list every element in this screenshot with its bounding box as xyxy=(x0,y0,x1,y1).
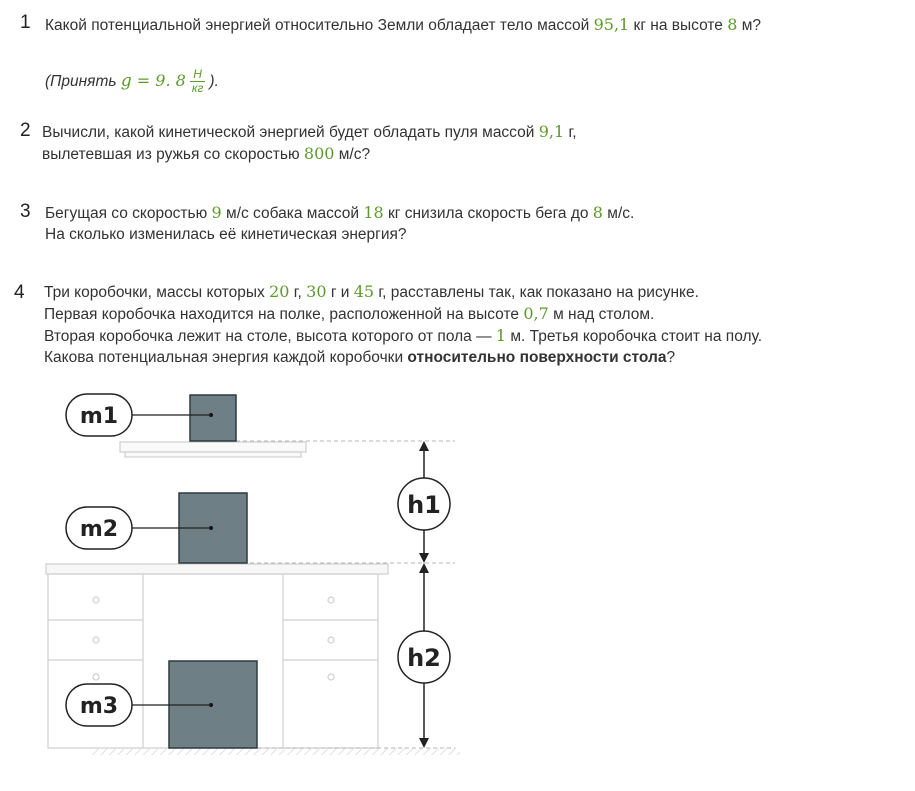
label-h2: h2 xyxy=(397,630,451,684)
q4-text-part: ? xyxy=(666,349,676,366)
table-top xyxy=(45,563,389,575)
g-value: = 9. 8 xyxy=(131,71,186,90)
label-h1-text: h1 xyxy=(407,491,441,519)
q3-text-part: Бегущая со скоростью xyxy=(45,205,212,222)
label-m2: m2 xyxy=(65,506,133,550)
q4-mass-3: 45 xyxy=(353,282,375,301)
q2-text-part: вылетевшая из ружья со скоростью xyxy=(42,146,304,163)
q2-text-part: г, xyxy=(564,124,577,141)
question-2-line-1: Вычисли, какой кинетической энергией буд… xyxy=(42,121,577,144)
q1-text-part: Какой потенциальной энергией относительн… xyxy=(45,17,594,34)
shelf xyxy=(119,441,307,458)
q4-text-part: Три коробочки, массы которых xyxy=(44,284,270,301)
question-1-text: Какой потенциальной энергией относительн… xyxy=(45,14,761,37)
q4-mass-1: 20 xyxy=(269,282,290,301)
q3-final-speed: 8 xyxy=(592,203,603,222)
question-4-line-1: Три коробочки, массы которых 20 г, 30 г … xyxy=(44,281,699,304)
q2-text-part: Вычисли, какой кинетической энергией буд… xyxy=(42,124,539,141)
q3-text-part: кг снизила скорость бега до xyxy=(383,205,593,222)
label-m3: m3 xyxy=(65,683,133,727)
label-m2-text: m2 xyxy=(80,517,118,542)
q2-speed-value: 800 xyxy=(303,144,335,163)
q4-table-height: 1 xyxy=(495,326,507,345)
q4-text-part: Первая коробочка находится на полке, рас… xyxy=(44,306,524,323)
g-symbol: g xyxy=(120,71,132,91)
unit-numerator: Н xyxy=(189,68,206,83)
box-m1 xyxy=(189,394,237,442)
q4-text-part: Вторая коробочка лежит на столе, высота … xyxy=(44,328,496,345)
question-2-number: 2 xyxy=(20,120,31,141)
q4-text-part: м. Третья коробочка стоит на полу. xyxy=(506,328,763,345)
label-m1: m1 xyxy=(65,393,133,437)
label-m1-text: m1 xyxy=(80,404,118,429)
q4-text-part: г, расставлены так, как показано на рису… xyxy=(374,284,699,301)
q4-text-part: г, xyxy=(289,284,307,301)
q3-text-part: м/с собака массой xyxy=(221,205,364,222)
question-3-line-2: На сколько изменилась её кинетическая эн… xyxy=(45,226,407,243)
q1-mass-value: 95,1 xyxy=(593,15,630,34)
q1-height-value: 8 xyxy=(727,15,738,34)
leader-lines xyxy=(132,414,211,706)
q2-text-part: м/с? xyxy=(334,146,371,163)
label-h2-text: h2 xyxy=(407,644,441,672)
q3-initial-speed: 9 xyxy=(211,203,222,222)
q4-text-part: Какова потенциальная энергия каждой коро… xyxy=(44,349,408,366)
boxes-figure: m1 m2 m3 h1 h2 xyxy=(45,393,460,755)
unit-denominator: кг xyxy=(191,81,204,96)
q3-text-part: м/с. xyxy=(602,205,635,222)
question-4-number: 4 xyxy=(14,282,25,303)
q4-bold-phrase: относительно поверхности стола xyxy=(407,349,667,366)
hint-close: ). xyxy=(209,73,219,90)
question-4-line-4: Какова потенциальная энергия каждой коро… xyxy=(44,347,675,369)
q4-shelf-height: 0,7 xyxy=(523,304,549,323)
hint-open: (Принять xyxy=(45,73,121,90)
q2-mass-value: 9,1 xyxy=(538,122,565,141)
q4-text-part: г и xyxy=(326,284,354,301)
question-4-line-3: Вторая коробочка лежит на столе, высота … xyxy=(44,325,762,348)
q1-text-part: кг на высоте xyxy=(629,17,728,34)
q4-mass-2: 30 xyxy=(306,282,327,301)
label-h1: h1 xyxy=(397,477,451,531)
question-2-line-2: вылетевшая из ружья со скоростью 800 м/с… xyxy=(42,143,370,166)
q3-mass-value: 18 xyxy=(363,203,384,222)
label-m3-text: m3 xyxy=(80,694,118,719)
reference-lines xyxy=(236,440,455,749)
q1-text-part: м? xyxy=(737,17,761,34)
question-4-line-2: Первая коробочка находится на полке, рас… xyxy=(44,303,654,326)
q4-text-part: м над столом. xyxy=(548,306,655,323)
question-1-number: 1 xyxy=(20,12,31,33)
floor xyxy=(90,748,460,755)
question-3-line-1: Бегущая со скоростью 9 м/с собака массой… xyxy=(45,202,634,225)
question-3-number: 3 xyxy=(20,201,31,222)
